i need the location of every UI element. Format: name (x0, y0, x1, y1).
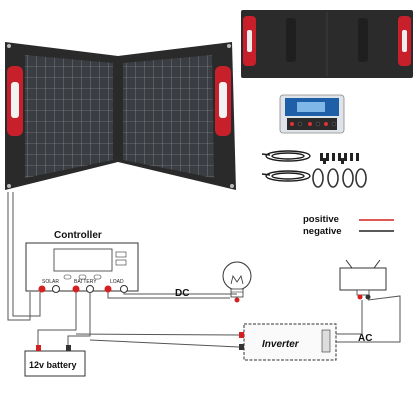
legend: positive negative (303, 214, 394, 237)
dc-adapter-tips (320, 153, 359, 164)
terminal-label-load: LOAD (110, 279, 124, 285)
solar-cells-left (25, 55, 113, 178)
carabiner-clips (312, 168, 367, 188)
controller-label: Controller (54, 230, 102, 241)
light-bulb-icon (222, 261, 252, 303)
ac-label: AC (358, 333, 372, 344)
folding-solar-panel (5, 42, 236, 190)
handle-right (215, 66, 231, 136)
legend-negative-label: negative (303, 226, 342, 237)
inverter-label: Inverter (262, 339, 300, 350)
cable-coil-top (261, 150, 311, 162)
battery-label: 12v battery (29, 360, 77, 370)
handle-left (7, 66, 23, 136)
solar-cells-right (123, 55, 214, 178)
terminal-label-solar: SOLAR (42, 279, 59, 285)
inverter-box: Inverter (239, 323, 337, 361)
battery-box: 12v battery (24, 345, 86, 377)
wiring-diagram: SOLAR BATTERY LOAD Controller DC 12v bat… (7, 192, 401, 377)
controller-box: SOLAR BATTERY LOAD (25, 242, 139, 293)
cable-coil-bottom (261, 170, 311, 182)
tv-icon (339, 259, 387, 300)
charge-controller-product (279, 94, 345, 134)
terminal-label-battery: BATTERY (74, 279, 97, 285)
dc-label: DC (175, 288, 189, 299)
legend-positive-label: positive (303, 214, 339, 225)
folded-panel-back (241, 10, 413, 78)
